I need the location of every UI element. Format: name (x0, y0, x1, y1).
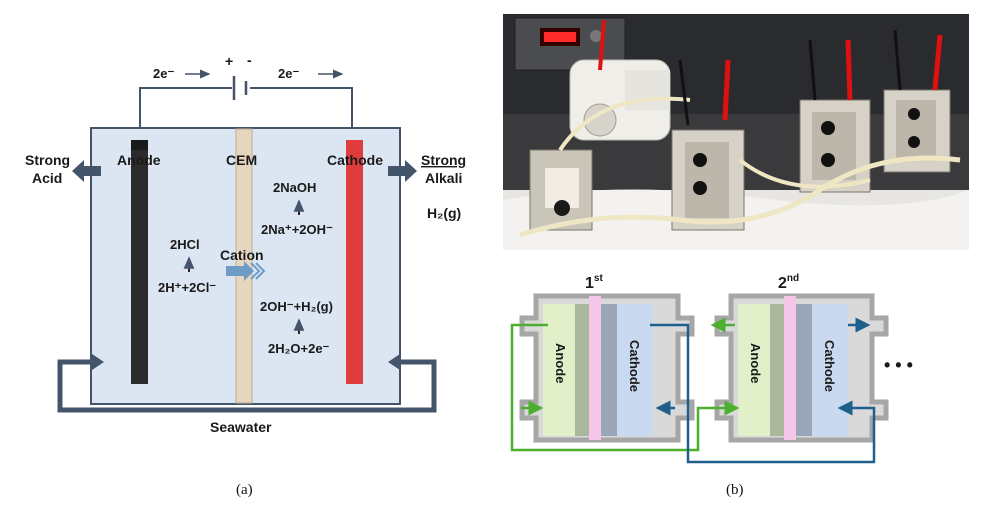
experimental-setup-photo (503, 14, 969, 250)
seawater-loop-right (247, 359, 437, 413)
alkali-outflow-arrow (388, 160, 417, 182)
oh-h2-label: 2OH⁻+H₂(g) (260, 299, 333, 314)
seawater-inflow-arrow-right (388, 354, 400, 370)
cathode-electrode (346, 140, 363, 384)
anode-label: Anode (117, 152, 161, 168)
stage2-label: 2nd (778, 273, 799, 292)
caption-b: (b) (726, 482, 744, 498)
blue-flow-stage1-loop (650, 323, 876, 464)
stage2-cathode-plate (796, 304, 812, 436)
h2o-e-label: 2H₂O+2e⁻ (268, 341, 330, 356)
strong-alkali-label-2: Alkali (425, 170, 462, 186)
panel-a: + - 2e⁻ 2e⁻ Anode CEM Cathode Strong Aci… (25, 52, 466, 498)
battery-plus: + (225, 53, 233, 69)
strong-acid-label-1: Strong (25, 152, 70, 168)
strong-alkali-label-1: Strong (421, 152, 466, 168)
circuit-wire (139, 87, 353, 140)
cem-label: CEM (226, 152, 257, 168)
hydrogen-gas-label: H₂(g) (427, 205, 461, 221)
stage1-membrane (589, 296, 601, 440)
cathode-label: Cathode (327, 152, 383, 168)
na-oh-reactants-label: 2Na⁺+2OH⁻ (261, 222, 333, 237)
stage2-cell: Anode Cathode (714, 293, 889, 443)
electron-label-right: 2e⁻ (278, 66, 299, 81)
hcl-label: 2HCl (170, 237, 200, 252)
green-flow-stage1-loop (510, 323, 740, 452)
h-cl-reactants-label: 2H⁺+2Cl⁻ (158, 280, 216, 295)
stage1-cathode-plate (601, 304, 617, 436)
cation-label: Cation (220, 247, 264, 263)
caption-a: (a) (236, 482, 253, 498)
stage1-cathode-label: Cathode (627, 340, 642, 392)
naoh-label: 2NaOH (273, 180, 316, 195)
anode-connector (131, 140, 148, 150)
strong-acid-label-2: Acid (32, 170, 62, 186)
more-stages-ellipsis: • • • (884, 355, 913, 375)
acid-outflow-arrow (72, 160, 101, 182)
panel-b-schematic: 1st 2nd Anode Cathode Anode Cathode (510, 273, 913, 498)
stage2-anode-chamber (738, 304, 770, 436)
battery-minus: - (247, 52, 252, 68)
stage1-anode-plate (575, 304, 589, 436)
electron-label-left: 2e⁻ (153, 66, 174, 81)
stage1-anode-label: Anode (553, 343, 568, 383)
anode-electrode (131, 140, 148, 384)
cation-chevron-icon (250, 262, 266, 280)
stage2-membrane (784, 296, 796, 440)
stage1-label: 1st (585, 273, 603, 292)
stage1-cell: Anode Cathode (519, 293, 695, 443)
stage2-anode-plate (770, 304, 784, 436)
stage1-cathode-chamber (617, 304, 653, 436)
cation-arrow-icon (226, 261, 254, 281)
stage2-anode-label: Anode (748, 343, 763, 383)
seawater-label: Seawater (210, 419, 272, 435)
stage1-anode-chamber (543, 304, 575, 436)
seawater-inflow-arrow-left (92, 354, 104, 370)
stage2-cathode-label: Cathode (822, 340, 837, 392)
seawater-loop-left (57, 359, 247, 413)
